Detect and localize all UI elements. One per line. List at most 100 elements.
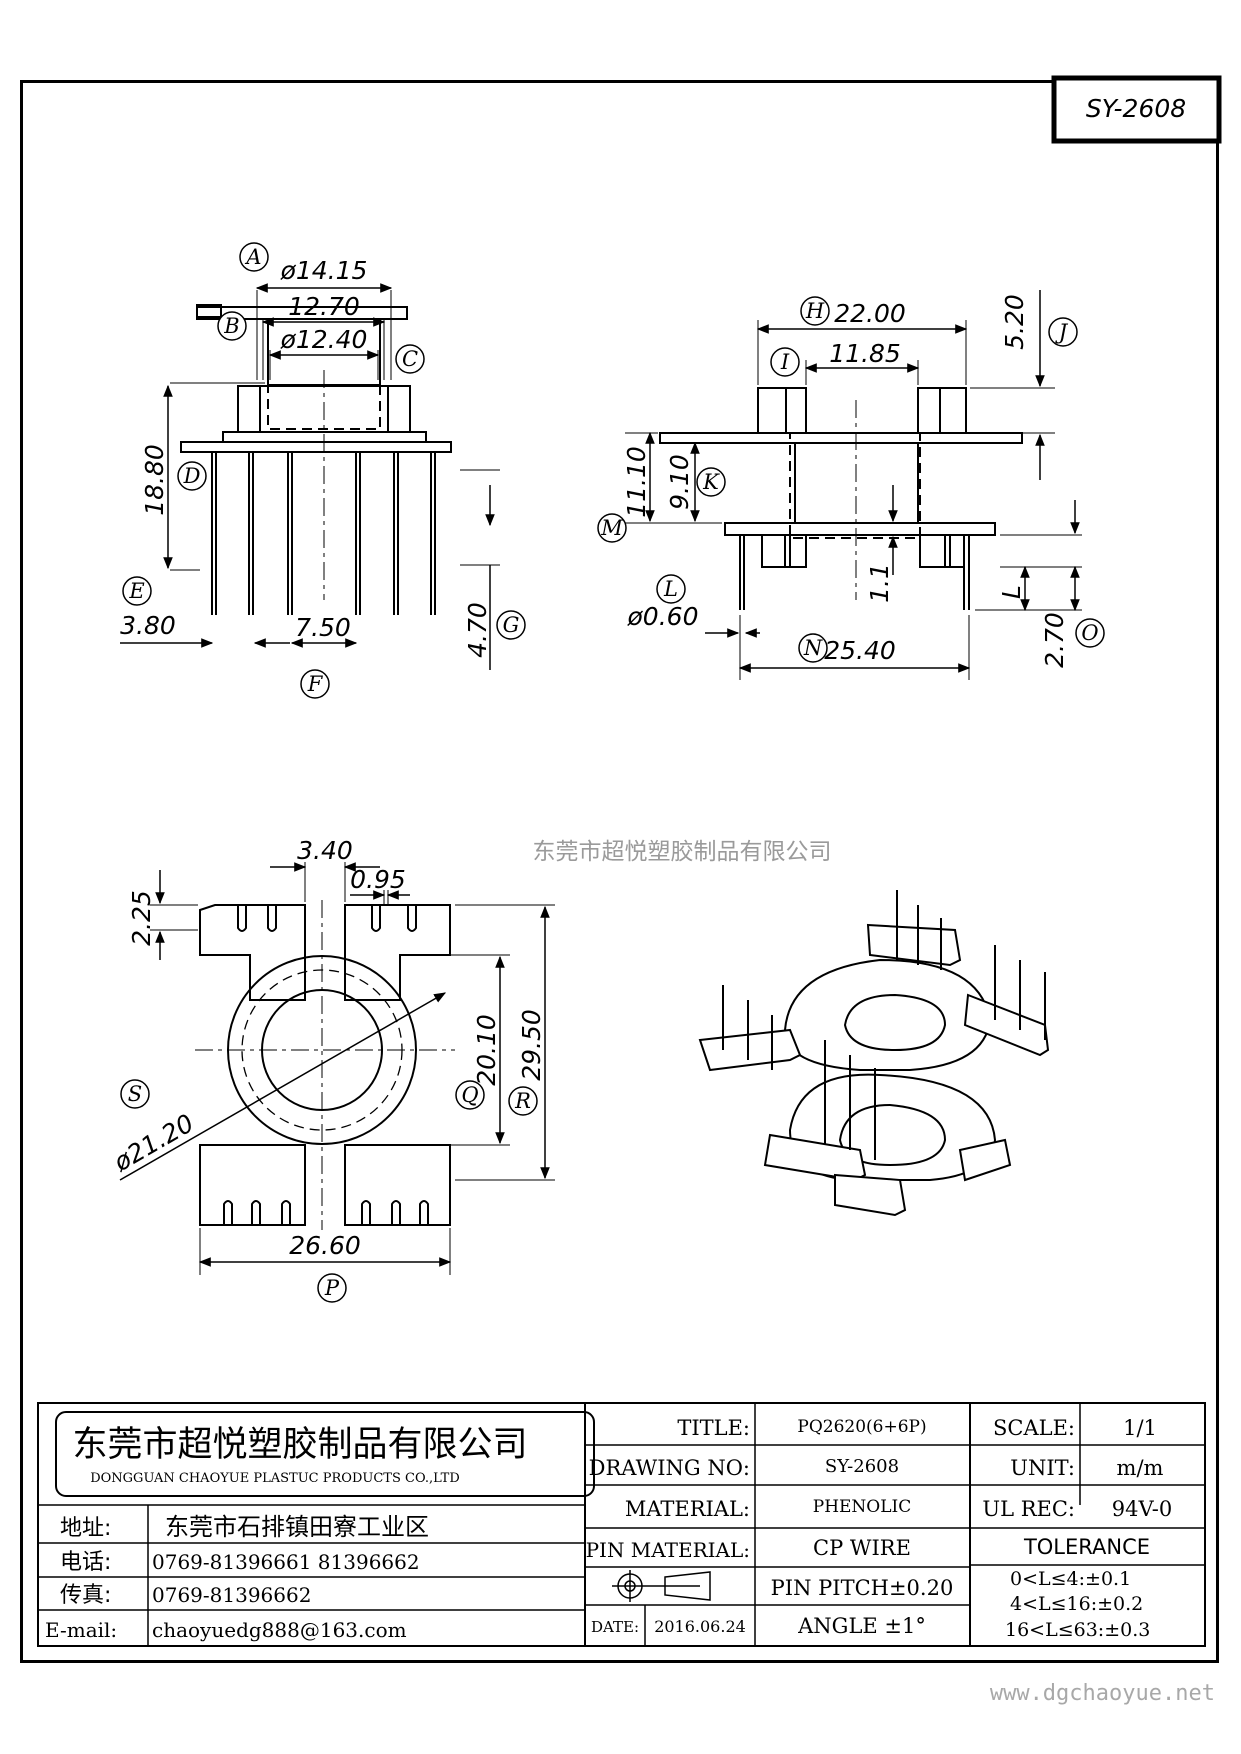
drawing-no-value: SY-2608 [825, 1456, 899, 1477]
dim-m: 11.10 [622, 446, 651, 518]
side-view-labels: 22.00 11.85 5.20 11.10 9.10 1.1 ø0.60 25… [597, 294, 1105, 668]
svg-text:O: O [1081, 621, 1098, 645]
watermark: 东莞市超悦塑胶制品有限公司 [533, 839, 832, 865]
marker-o: O [1075, 618, 1105, 648]
svg-text:L: L [663, 577, 678, 601]
marker-n: N [798, 633, 828, 663]
marker-h: H [800, 296, 830, 326]
tolerance-label: TOLERANCE [1023, 1535, 1150, 1559]
marker-c: C [395, 344, 425, 374]
tolerance-2: 4<L≤16:±0.2 [1010, 1593, 1143, 1615]
dim-d: 18.80 [140, 444, 169, 516]
front-pins [211, 452, 436, 615]
material-value: PHENOLIC [813, 1497, 912, 1517]
drawing-code-box: SY-2608 [1051, 75, 1222, 144]
top-view [119, 862, 555, 1275]
scale-value: 1/1 [1123, 1416, 1157, 1440]
marker-i: I [770, 347, 800, 377]
svg-text:S: S [128, 1082, 142, 1106]
isometric-view [698, 923, 1050, 1217]
phone: 0769-81396661 81396662 [152, 1550, 420, 1574]
title-label: TITLE: [677, 1416, 750, 1440]
ul-value: 94V-0 [1112, 1497, 1172, 1521]
side-view [625, 290, 1082, 680]
drawing-no-label: DRAWING NO: [589, 1456, 750, 1480]
company-cn: 东莞市超悦塑胶制品有限公司 [72, 1425, 527, 1465]
svg-text:J: J [1055, 320, 1069, 344]
svg-text:A: A [244, 245, 261, 269]
svg-text:C: C [402, 347, 418, 371]
marker-k: K [696, 467, 726, 497]
marker-e: E [122, 576, 152, 606]
dim-g: 4.70 [463, 602, 492, 658]
dim-e: 3.80 [120, 611, 176, 640]
phone-label: 电话: [60, 1550, 111, 1575]
date-value: 2016.06.24 [654, 1617, 746, 1636]
marker-q: Q [455, 1080, 485, 1110]
ul-label: UL REC: [982, 1497, 1075, 1521]
pin-material-label: PIN MATERIAL: [586, 1538, 750, 1562]
dim-i: 11.85 [829, 339, 901, 368]
isometric-pins [722, 890, 1046, 1160]
svg-text:F: F [307, 672, 324, 696]
svg-text:E: E [128, 579, 144, 603]
marker-s: S [120, 1079, 150, 1109]
dim-f: 7.50 [295, 613, 351, 642]
email: chaoyuedg888@163.com [152, 1618, 407, 1642]
pin-material-value: CP WIRE [813, 1536, 911, 1560]
drawing-frame [20, 80, 1219, 1663]
dim-p: 26.60 [289, 1231, 361, 1260]
dim-y: 2.25 [127, 890, 156, 946]
date-label: DATE: [591, 1618, 639, 1636]
tolerance-1: 0<L≤4:±0.1 [1010, 1568, 1131, 1590]
svg-text:I: I [780, 350, 790, 374]
svg-text:R: R [514, 1089, 531, 1113]
svg-text:Q: Q [461, 1083, 478, 1107]
dim-a: ø14.15 [280, 256, 368, 285]
material-label: MATERIAL: [625, 1497, 750, 1521]
dim-h: 22.00 [834, 299, 906, 328]
address-label: 地址: [60, 1516, 111, 1541]
marker-g: G [496, 610, 526, 640]
website: www.dgchaoyue.net [990, 1681, 1215, 1706]
fax-label: 传真: [60, 1583, 111, 1608]
dim-l: ø0.60 [627, 602, 699, 631]
fax: 0769-81396662 [152, 1583, 311, 1607]
dim-x: 0.95 [350, 865, 406, 894]
marker-m: M [597, 513, 627, 543]
tolerance-3: 16<L≤63:±0.3 [1005, 1619, 1150, 1641]
dim-c: ø12.40 [280, 325, 368, 354]
svg-text:G: G [503, 613, 520, 637]
company-en: DONGGUAN CHAOYUE PLASTUC PRODUCTS CO.,LT… [90, 1471, 460, 1486]
top-view-labels: 3.40 0.95 2.25 ø21.20 20.10 29.50 26.60 … [108, 836, 546, 1303]
front-view [120, 283, 500, 670]
svg-text:H: H [805, 299, 825, 323]
marker-b: B [217, 311, 247, 341]
unit-label: UNIT: [1010, 1456, 1075, 1480]
pin-pitch: PIN PITCH±0.20 [771, 1576, 954, 1600]
drawing-code: SY-2608 [1086, 94, 1186, 123]
svg-text:D: D [183, 464, 201, 488]
marker-l: L [656, 574, 686, 604]
front-view-labels: ø14.15 12.70 ø12.40 18.80 3.80 7.50 4.70… [120, 242, 526, 699]
marker-p: P [317, 1273, 347, 1303]
dim-k: 9.10 [665, 454, 694, 510]
dim-w: 3.40 [297, 836, 353, 865]
title-block-text: 东莞市超悦塑胶制品有限公司 DONGGUAN CHAOYUE PLASTUC P… [45, 1416, 1172, 1642]
scale-label: SCALE: [993, 1416, 1075, 1440]
angle: ANGLE ±1° [797, 1614, 926, 1638]
address: 东莞市石排镇田寮工业区 [165, 1513, 429, 1541]
unit-value: m/m [1117, 1456, 1164, 1480]
dim-b: 12.70 [288, 292, 360, 321]
dim-o: 2.70 [1040, 612, 1069, 668]
marker-r: R [508, 1086, 538, 1116]
dim-j: 5.20 [1000, 294, 1029, 350]
svg-text:B: B [223, 314, 239, 338]
dim-n: 25.40 [824, 636, 896, 665]
dim-l-side: L [997, 585, 1026, 599]
dim-t: 1.1 [865, 563, 894, 603]
marker-f: F [300, 669, 330, 699]
marker-j: J [1048, 317, 1078, 347]
svg-text:P: P [324, 1276, 340, 1300]
